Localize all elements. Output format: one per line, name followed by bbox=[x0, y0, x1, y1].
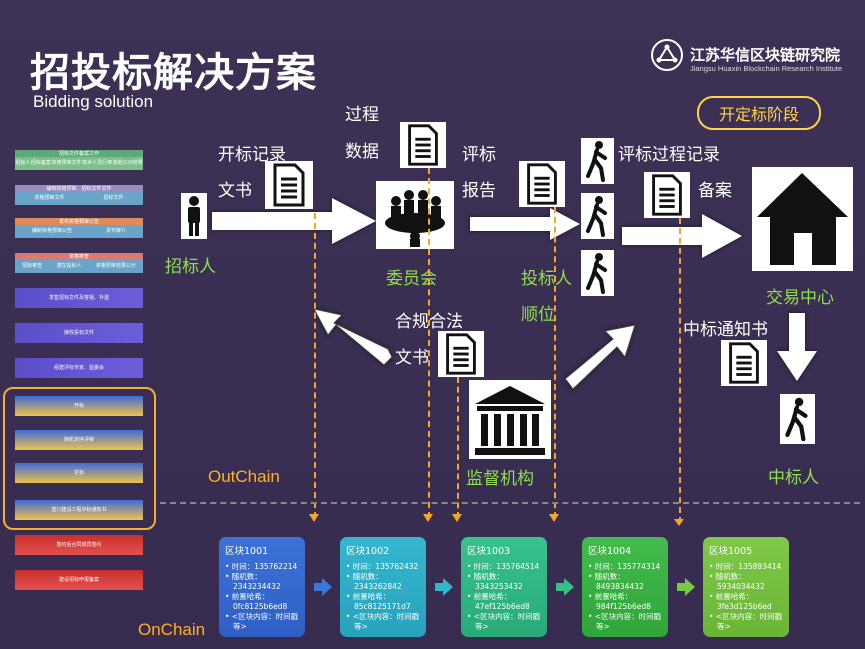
committee-icon bbox=[376, 181, 454, 249]
opening-record-label-2: 文书 bbox=[218, 181, 252, 201]
page-subtitle: Bidding solution bbox=[33, 92, 154, 111]
arrow-to-committee bbox=[212, 198, 376, 244]
process-flowchart: 招标文件备案工作招标人招标备案资格预审文件技术人员行审其他公示结果 编制资格预审… bbox=[0, 140, 160, 600]
process-label-2: 数据 bbox=[345, 142, 379, 162]
block-card: 区块1004 • 时间：135774314 • 随机数： 8493834432 … bbox=[582, 537, 668, 637]
arrow-to-bidders bbox=[470, 208, 580, 240]
flow-step: 资格审查招标审查潜在投标人资格预审结果公示 bbox=[15, 253, 143, 273]
flow-step: 签订建设工程中标通知书 bbox=[15, 500, 143, 520]
arrow-to-committee-from-regulator bbox=[313, 308, 393, 365]
document-icon bbox=[438, 331, 484, 377]
flow-step: 签约后合同成员签约 bbox=[15, 535, 143, 555]
flow-step: 开标 bbox=[15, 396, 143, 416]
outchain-label: OutChain bbox=[208, 467, 280, 486]
winner-label: 中标人 bbox=[768, 468, 819, 488]
house-icon bbox=[752, 167, 853, 271]
chain-arrow-icon bbox=[435, 578, 453, 596]
dashed-connector bbox=[457, 377, 459, 518]
walking-person-icon bbox=[581, 193, 614, 239]
flow-step: 发布资格预审公告编制资格预审公告发布媒介 bbox=[15, 218, 143, 238]
tenderer-label: 招标人 bbox=[165, 257, 216, 277]
eval-label: 评标 bbox=[462, 145, 496, 165]
notice-label: 中标通知书 bbox=[683, 320, 768, 340]
flow-step: 发售招标文件及答疑、补遗 bbox=[15, 288, 143, 308]
dashed-connector bbox=[554, 207, 556, 518]
compliance-label-2: 文书 bbox=[395, 348, 429, 368]
chain-arrow-icon bbox=[314, 578, 332, 596]
eval-record-label: 评标过程记录 bbox=[618, 145, 720, 165]
stage-badge: 开定标阶段 bbox=[697, 96, 821, 130]
document-icon bbox=[400, 122, 446, 168]
arrow-down-to-winner bbox=[777, 313, 817, 381]
opening-record-label: 开标记录 bbox=[218, 145, 286, 165]
block-card: 区块1005 • 时间：135893414 • 随机数： 5934034432 … bbox=[703, 537, 789, 637]
flow-step: 随机定序评审 bbox=[15, 430, 143, 450]
rank-label: 顺位 bbox=[521, 305, 555, 325]
logo-english: Jiangsu Huaxin Blockchain Research Insti… bbox=[690, 64, 843, 73]
process-label: 过程 bbox=[345, 105, 379, 125]
flow-step: 招标文件备案工作招标人招标备案资格预审文件技术人员行审其他公示结果 bbox=[15, 150, 143, 170]
flow-step: 定标 bbox=[15, 463, 143, 483]
eval-label-2: 报告 bbox=[462, 181, 496, 201]
chain-arrow-icon bbox=[677, 578, 695, 596]
block-card: 区块1003 • 时间：135764514 • 随机数： 3343253432 … bbox=[461, 537, 547, 637]
block-card: 区块1002 • 时间：135762432 • 随机数： 2343262842 … bbox=[340, 537, 426, 637]
walking-person-icon bbox=[581, 138, 614, 184]
dashed-connector bbox=[314, 213, 316, 518]
arrow-to-trade-center bbox=[622, 214, 742, 258]
filing-label: 备案 bbox=[698, 181, 732, 201]
committee-label: 委员会 bbox=[386, 269, 437, 289]
flow-step: 编制资格预审、招标文件文件资格预审文件招标文件 bbox=[15, 185, 143, 205]
walking-person-icon bbox=[581, 250, 614, 296]
page-title: 招投标解决方案 bbox=[30, 50, 317, 96]
flow-step: 接收投标文件 bbox=[15, 323, 143, 343]
flow-step: 组建评标专家、监委会 bbox=[15, 358, 143, 378]
dashed-connector bbox=[679, 218, 681, 523]
highlight-frame bbox=[3, 387, 156, 530]
regulator-label: 监督机构 bbox=[466, 469, 534, 489]
logo-name: 江苏华信区块链研究院 bbox=[690, 46, 841, 64]
bidder-label: 投标人 bbox=[521, 269, 572, 289]
document-icon bbox=[644, 172, 690, 218]
chain-arrow-icon bbox=[556, 578, 574, 596]
chain-separator bbox=[160, 502, 860, 504]
dash-arrowheads bbox=[309, 514, 684, 526]
arrow-to-bidders-from-regulator bbox=[565, 324, 636, 390]
flow-step: 建设招标申报备案 bbox=[15, 570, 143, 590]
government-building-icon bbox=[469, 380, 551, 459]
document-icon bbox=[265, 161, 313, 209]
dashed-connector bbox=[428, 168, 430, 518]
block-card: 区块1001 • 时间：135762214 • 随机数： 2343234432 … bbox=[219, 537, 305, 637]
walking-person-icon bbox=[780, 394, 815, 444]
tenderer-icon bbox=[181, 193, 207, 239]
document-icon bbox=[721, 340, 767, 386]
onchain-label: OnChain bbox=[138, 620, 206, 639]
logo-icon bbox=[650, 38, 684, 72]
trade-center-label: 交易中心 bbox=[766, 288, 834, 308]
document-icon bbox=[519, 161, 565, 207]
